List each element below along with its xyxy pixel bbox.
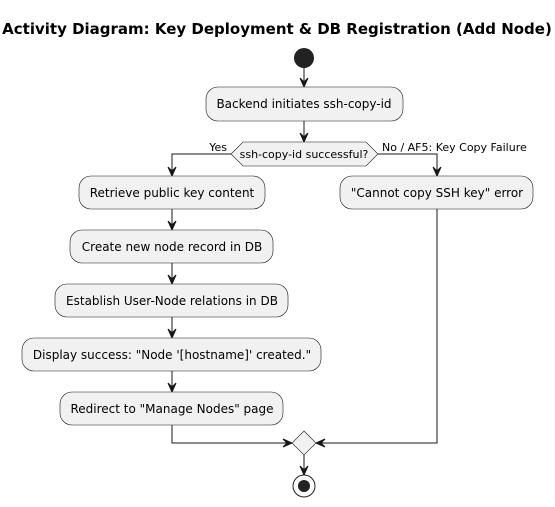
arrow-head — [299, 77, 309, 89]
decision-ssh-copy-success: ssh-copy-id successful? — [230, 141, 379, 167]
activity-label: Redirect to "Manage Nodes" page — [70, 402, 273, 416]
merge-node — [291, 430, 317, 456]
activity-label: Backend initiates ssh-copy-id — [216, 97, 391, 111]
arrow-head — [299, 132, 309, 144]
activity-label: Display success: "Node '[hostname]' crea… — [33, 348, 311, 362]
arrow-head — [282, 438, 294, 448]
arrow-head — [432, 166, 442, 178]
arrow-head — [167, 328, 177, 340]
activity-label: Create new node record in DB — [82, 240, 262, 254]
flow-edge-merge-left — [171, 425, 292, 444]
arrow-head — [167, 166, 177, 178]
diagram-title: Activity Diagram: Key Deployment & DB Re… — [2, 20, 552, 38]
flow-edge-yes — [171, 153, 231, 176]
flow-edge-merge-right — [316, 209, 438, 444]
activity-label: Retrieve public key content — [90, 186, 255, 200]
activity-redirect: Redirect to "Manage Nodes" page — [59, 391, 284, 426]
activity-create-record: Create new node record in DB — [69, 229, 274, 264]
arrow-head — [167, 220, 177, 232]
activity-backend-initiates: Backend initiates ssh-copy-id — [205, 86, 404, 122]
activity-copy-error: "Cannot copy SSH key" error — [339, 175, 534, 210]
decision-question: ssh-copy-id successful? — [240, 148, 369, 161]
end-node — [292, 474, 316, 498]
arrow-head — [167, 274, 177, 286]
branch-yes-label: Yes — [208, 141, 227, 154]
flow-edge-no — [378, 153, 438, 176]
start-node — [294, 48, 314, 68]
activity-display-success: Display success: "Node '[hostname]' crea… — [21, 337, 322, 372]
activity-establish-relations: Establish User-Node relations in DB — [54, 283, 289, 318]
branch-no-label: No / AF5: Key Copy Failure — [382, 141, 527, 154]
arrow-head — [314, 438, 326, 448]
activity-label: "Cannot copy SSH key" error — [351, 186, 523, 200]
activity-retrieve-key: Retrieve public key content — [78, 175, 266, 210]
arrow-head — [167, 382, 177, 394]
arrow-head — [299, 465, 309, 477]
activity-label: Establish User-Node relations in DB — [66, 294, 278, 308]
